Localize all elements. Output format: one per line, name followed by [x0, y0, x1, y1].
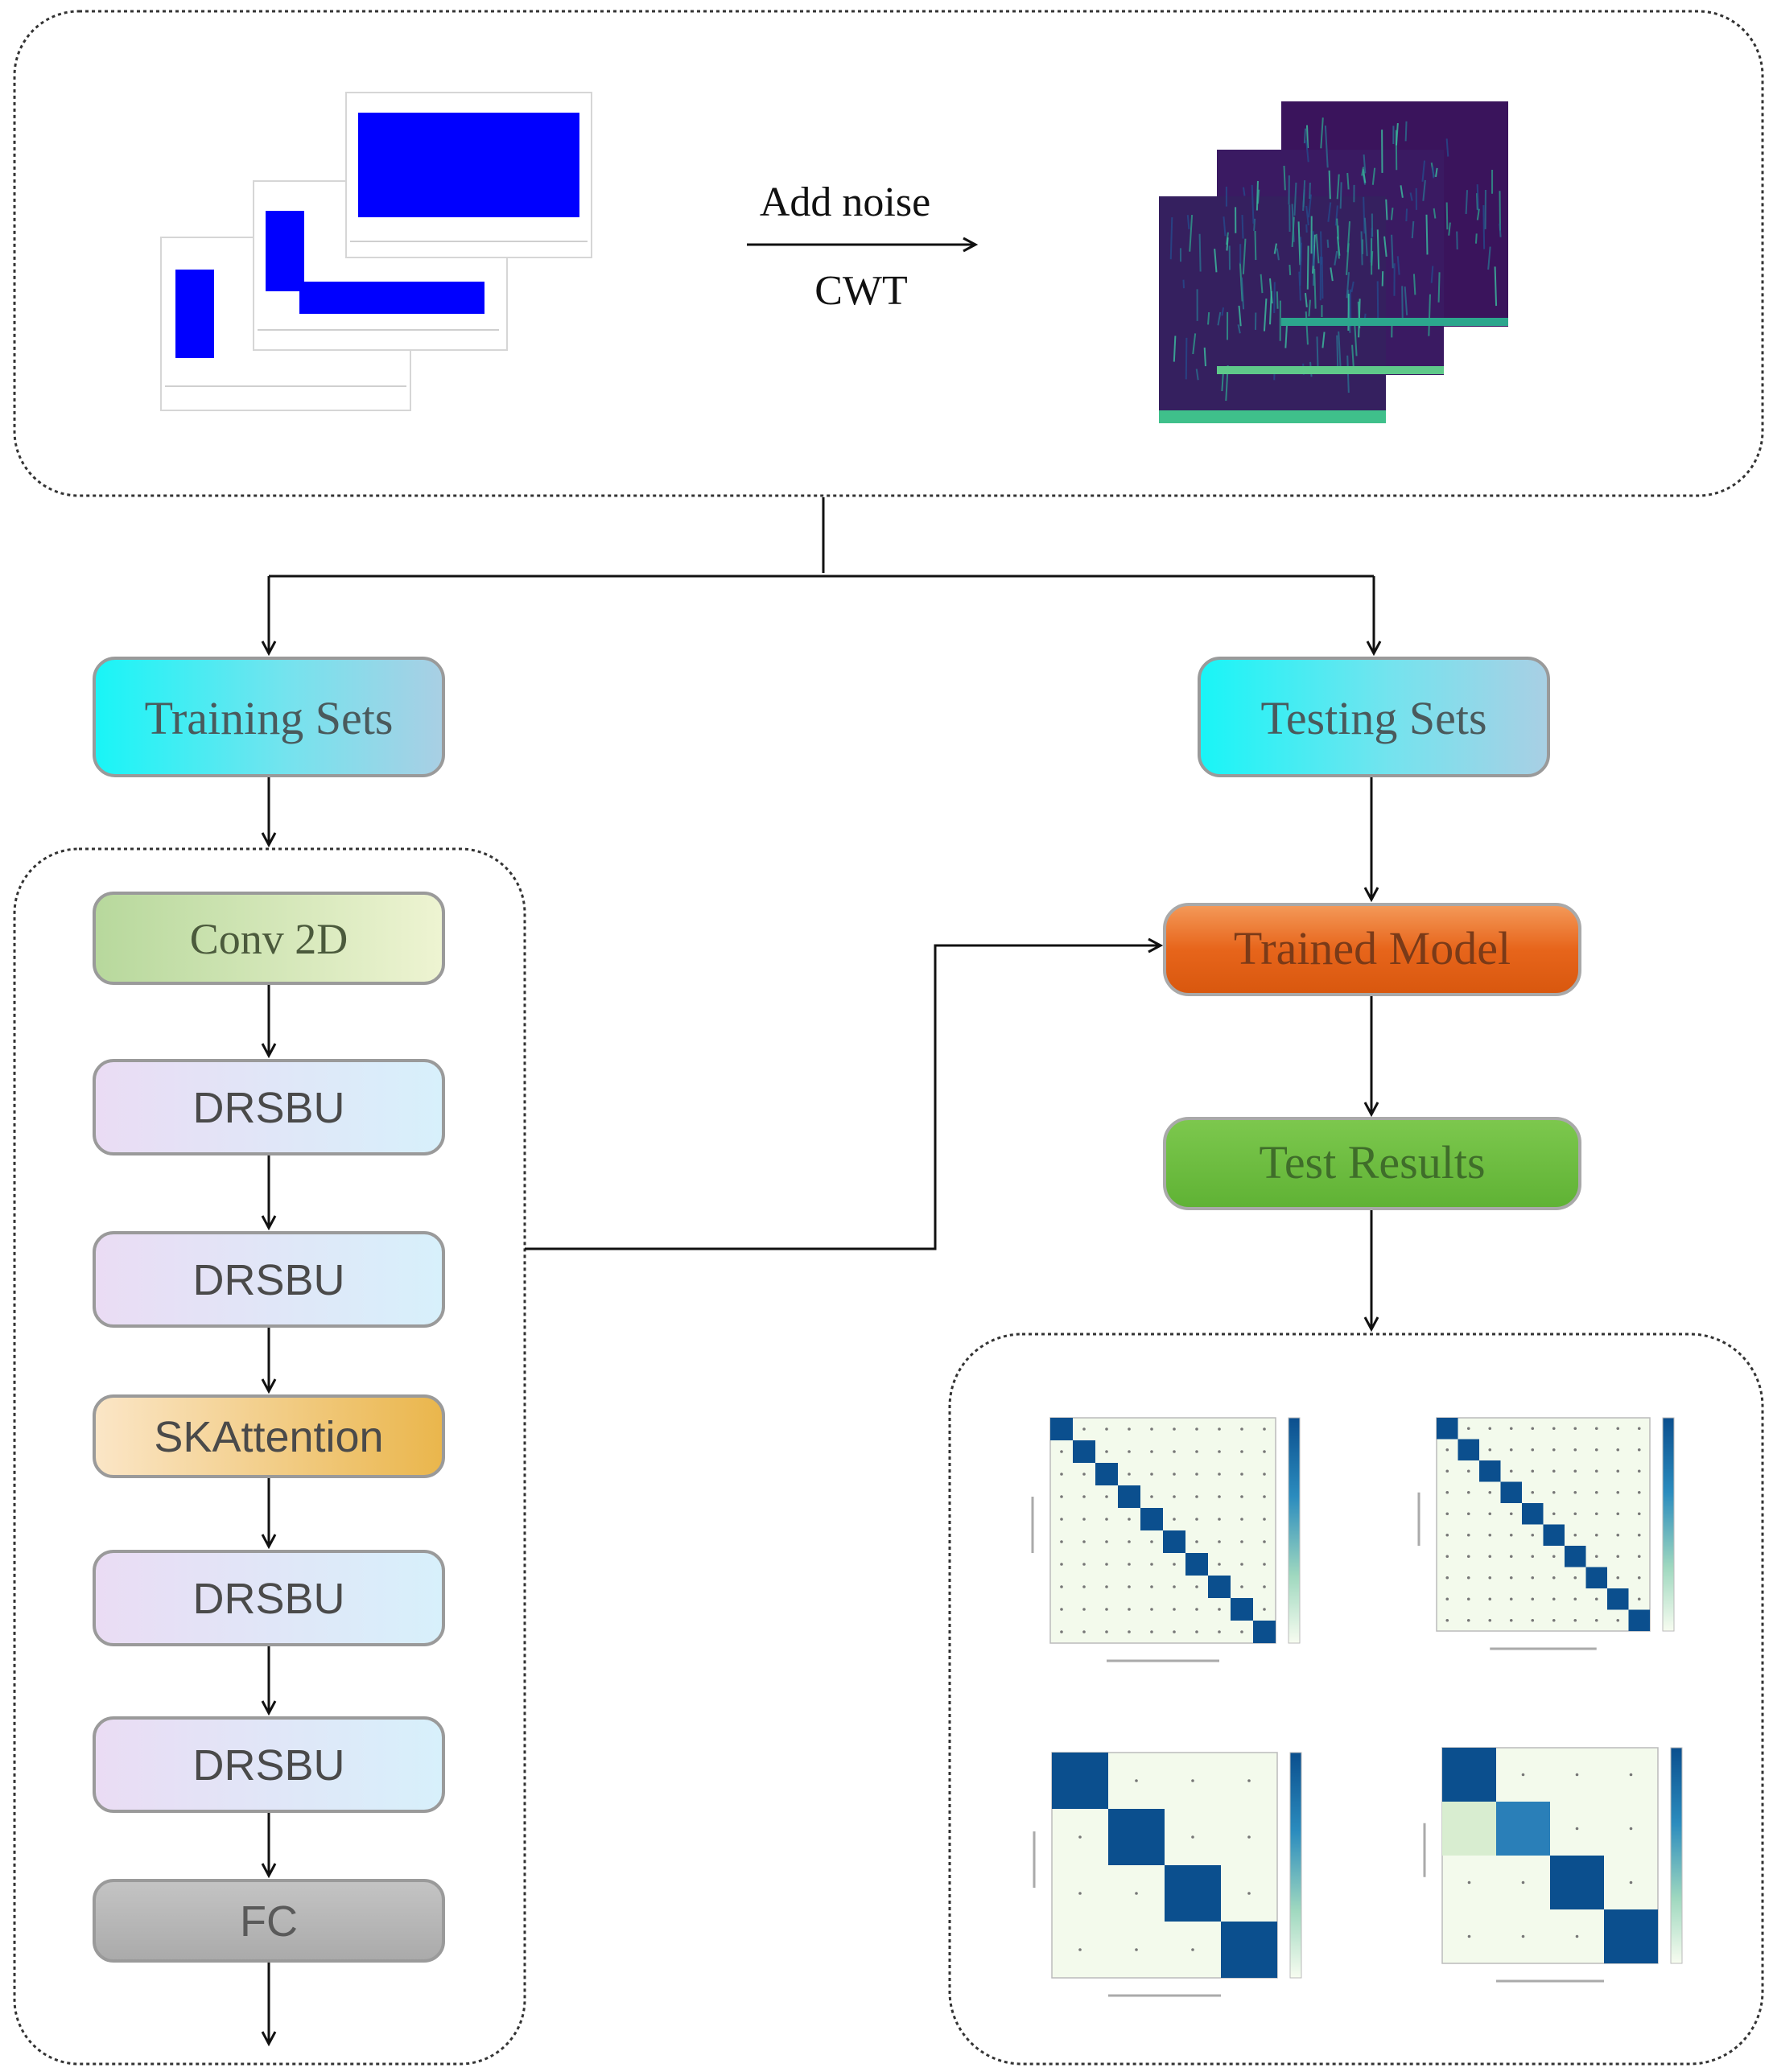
layer-box-2	[93, 1059, 445, 1155]
layer-label-4: SKAttention	[154, 1413, 383, 1461]
confusion-matrices	[1031, 1417, 1683, 1997]
layer-box-6	[93, 1716, 445, 1813]
network-panel	[13, 847, 526, 2066]
confusion-matrix-3	[1033, 1752, 1302, 1997]
training-sets-box	[93, 657, 445, 777]
trained-model-label: Trained Model	[1234, 922, 1511, 974]
layer-box-1	[93, 892, 445, 985]
layer-box-5	[93, 1550, 445, 1646]
training-sets-label: Training Sets	[145, 692, 394, 744]
layer-label-1: Conv 2D	[190, 915, 348, 963]
layer-label-6: DRSBU	[192, 1741, 344, 1790]
vibration-signal-plots	[160, 92, 592, 411]
add-noise-label: Add noise	[760, 179, 930, 225]
layer-box-3	[93, 1231, 445, 1328]
confusion-matrix-2	[1417, 1417, 1675, 1650]
cwt-spectrograms	[1159, 101, 1508, 423]
trained-model-box	[1163, 903, 1581, 996]
layer-label-3: DRSBU	[192, 1256, 344, 1304]
confusion-matrix-4	[1423, 1747, 1683, 1983]
test-results-box	[1163, 1117, 1581, 1210]
test-results-label: Test Results	[1259, 1136, 1485, 1188]
testing-sets-label: Testing Sets	[1260, 692, 1486, 744]
connector-network-to-model	[525, 945, 1161, 1250]
cwt-label: CWT	[814, 268, 908, 314]
layer-box-4	[93, 1394, 445, 1478]
layer-box-7	[93, 1879, 445, 1963]
confusion-matrix-1	[1031, 1417, 1301, 1662]
layer-label-5: DRSBU	[192, 1575, 344, 1623]
layer-label-7: FC	[240, 1897, 298, 1946]
testing-sets-box	[1198, 657, 1550, 777]
layer-label-2: DRSBU	[192, 1084, 344, 1132]
